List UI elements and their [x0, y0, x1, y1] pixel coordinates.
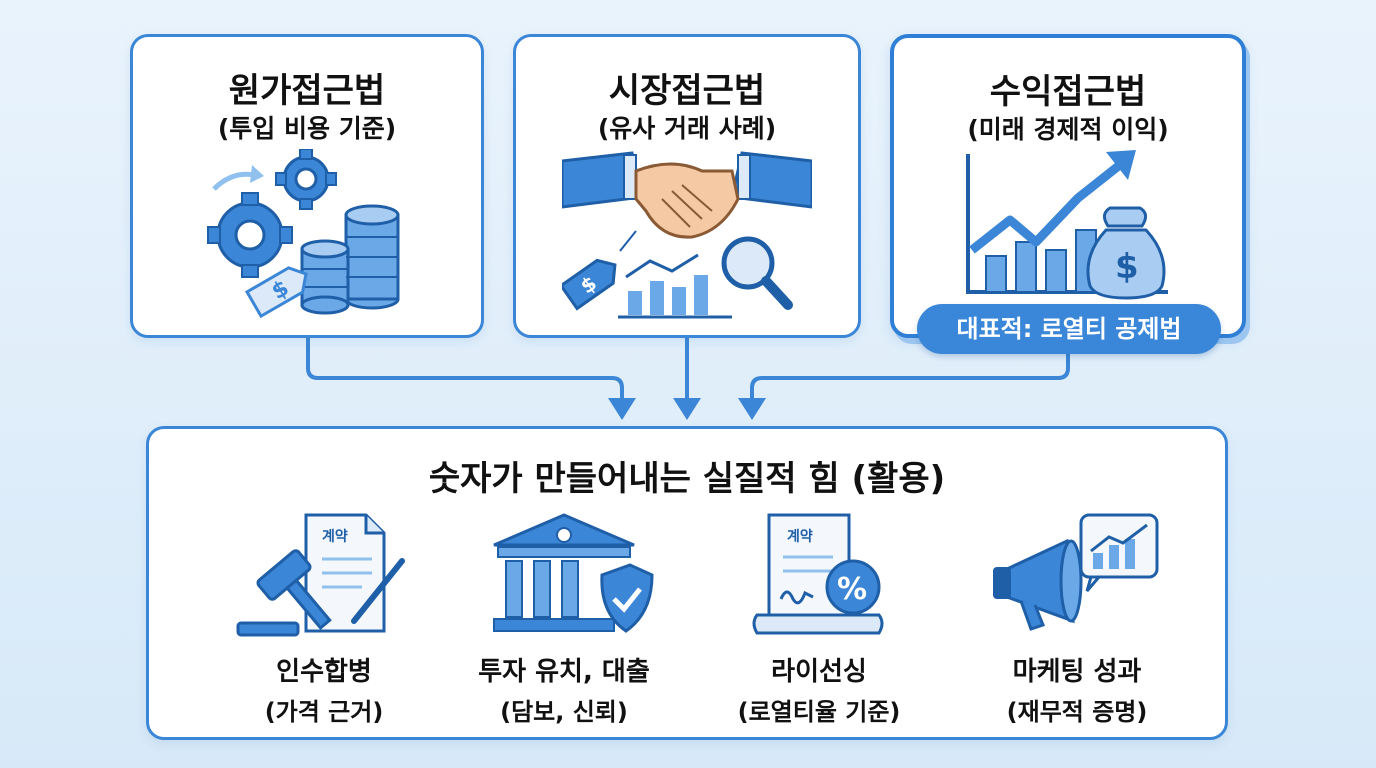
svg-text:%: % [837, 572, 867, 607]
income-approach-subtitle: (미래 경제적 이익) [967, 115, 1169, 144]
market-approach-subtitle: (유사 거래 사례) [597, 114, 777, 143]
contract-doc-text: 계약 [322, 528, 348, 545]
usage-title: 숫자가 만들어내는 실질적 힘 (활용) [428, 459, 946, 499]
cost-approach-card: 원가접근법 (투입 비용 기준) [130, 34, 484, 338]
usage-item-label: 투자 유치, 대출 [478, 657, 650, 687]
income-approach-title: 수익접근법 [989, 72, 1147, 112]
usage-item-marketing: 마케팅 성과 (재무적 증명) [967, 511, 1187, 727]
market-approach-card: 시장접근법 (유사 거래 사례) $ [513, 34, 861, 338]
usage-item-label: 인수합병 [276, 657, 372, 687]
usage-item-sub: (담보, 신뢰) [500, 698, 628, 726]
gavel-contract-icon: 계약 [236, 513, 405, 637]
usage-item-investment: 투자 유치, 대출 (담보, 신뢰) [454, 511, 674, 727]
usage-item-sub: (가격 근거) [264, 698, 384, 726]
cost-approach-title: 원가접근법 [228, 71, 386, 111]
megaphone-chart-icon [993, 513, 1159, 631]
usage-card: 숫자가 만들어내는 실질적 힘 (활용) 계약 인수합병 (가격 근거) [146, 426, 1228, 740]
handshake-magnifier-icon: $ [562, 151, 812, 319]
usage-item-label: 라이선싱 [771, 657, 867, 687]
market-approach-title: 시장접근법 [608, 71, 766, 111]
royalty-relief-badge: 대표적: 로열티 공제법 [917, 304, 1221, 354]
usage-item-sub: (재무적 증명) [1006, 698, 1148, 726]
usage-item-sub: (로열티율 기준) [737, 698, 901, 726]
license-doc-text: 계약 [787, 528, 813, 545]
usage-item-label: 마케팅 성과 [1012, 657, 1142, 687]
arrow-cost-to-usage [306, 338, 624, 400]
cost-approach-subtitle: (투입 비용 기준) [217, 114, 397, 143]
gears-coins-icon: $ [207, 149, 400, 319]
contract-percent-icon: 계약 % [752, 513, 884, 635]
arrow-income-to-usage [750, 354, 1070, 400]
income-approach-card: 수익접근법 (미래 경제적 이익) $ [890, 34, 1246, 338]
growth-chart-moneybag-icon: $ [966, 150, 1168, 300]
usage-item-licensing: 계약 % 라이선싱 (로열티율 기준) [709, 511, 929, 727]
usage-item-ma: 계약 인수합병 (가격 근거) [214, 511, 434, 727]
bank-shield-icon [493, 513, 654, 633]
svg-text:$: $ [1115, 247, 1139, 287]
